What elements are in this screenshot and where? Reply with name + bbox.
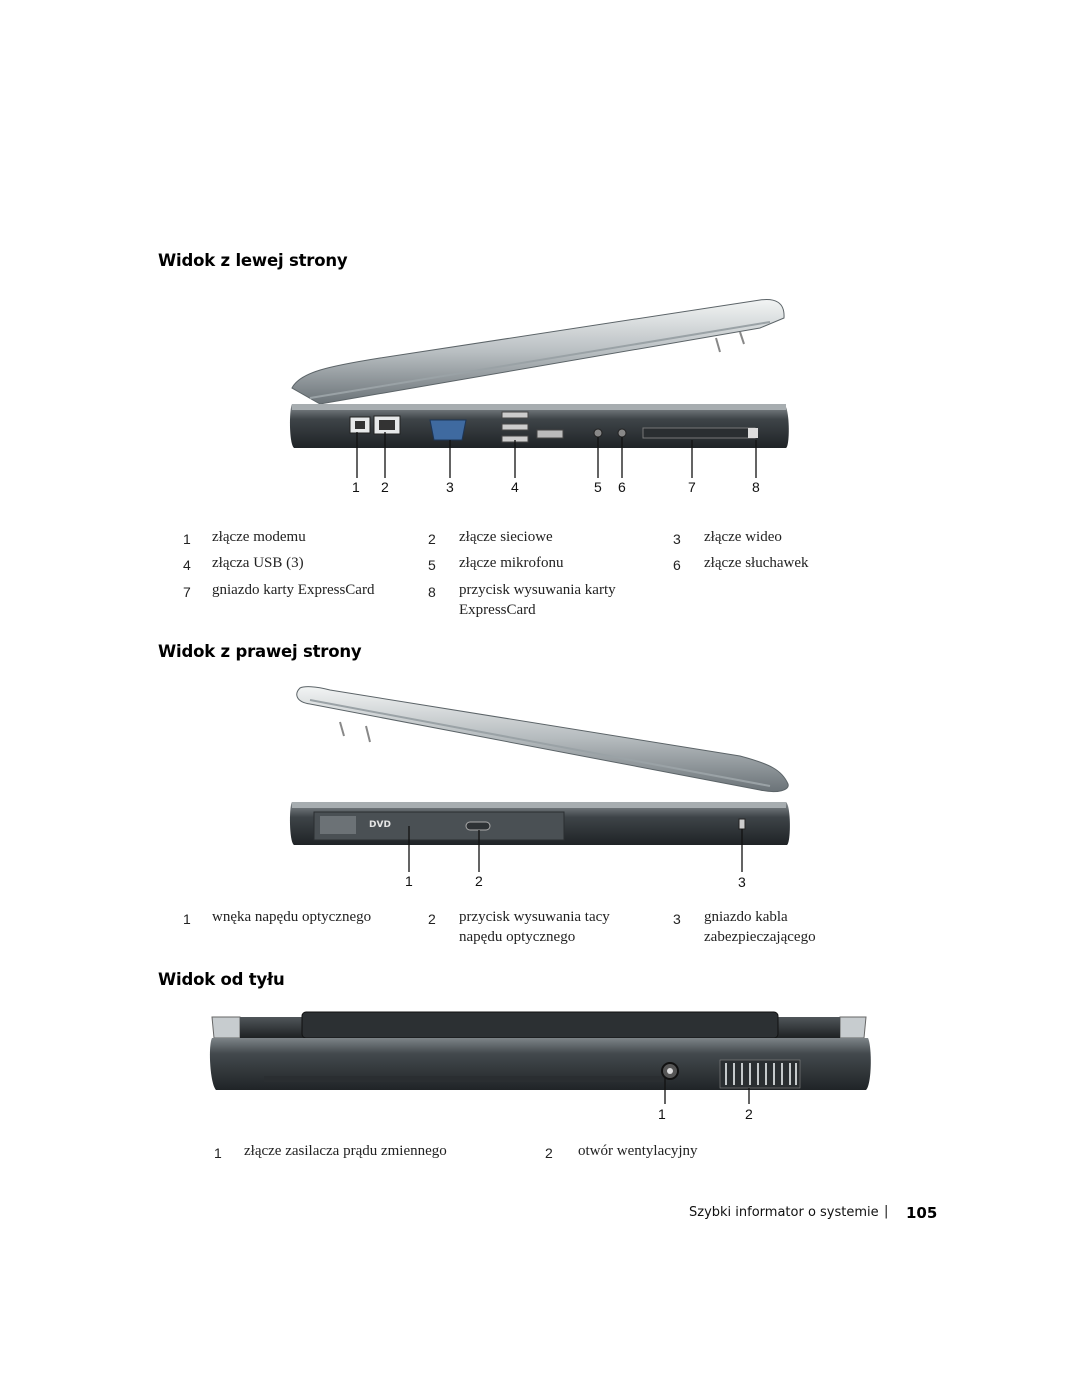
callout-number: 2 xyxy=(475,873,483,889)
footer-title: Szybki informator o systemie xyxy=(689,1205,879,1220)
callout-number: 2 xyxy=(745,1106,753,1122)
legend-number: 8 xyxy=(428,584,436,600)
page-number: 105 xyxy=(906,1204,938,1222)
legend-number: 3 xyxy=(673,531,681,547)
dvd-logo: DVD xyxy=(369,820,391,830)
laptop-left-side-image xyxy=(289,299,789,478)
legend-text-continued: ExpressCard xyxy=(459,602,536,618)
legend-text: otwór wentylacyjny xyxy=(578,1143,698,1159)
callout-number: 3 xyxy=(738,874,746,890)
legend-text: złącze zasilacza prądu zmiennego xyxy=(244,1143,447,1159)
legend-text: złącze modemu xyxy=(212,529,306,545)
callout-number: 1 xyxy=(352,479,360,495)
heading-left-view: Widok z lewej strony xyxy=(158,251,348,270)
legend-text: złącze wideo xyxy=(704,529,782,545)
legend-number: 2 xyxy=(428,911,436,927)
heading-right-view: Widok z prawej strony xyxy=(158,642,362,661)
laptop-back-image xyxy=(209,1011,871,1104)
callout-number: 2 xyxy=(381,479,389,495)
legend-number: 1 xyxy=(183,911,191,927)
legend-text: przycisk wysuwania tacy xyxy=(459,909,610,925)
legend-text: wnęka napędu optycznego xyxy=(212,909,372,925)
legend-number: 7 xyxy=(183,584,191,600)
legend-text: przycisk wysuwania karty xyxy=(459,582,616,598)
legend-number: 1 xyxy=(183,531,191,547)
callout-number: 6 xyxy=(618,479,626,495)
legend-number: 3 xyxy=(673,911,681,927)
legend-text: złącze mikrofonu xyxy=(459,555,564,571)
callout-number: 5 xyxy=(594,479,602,495)
legend-text: gniazdo kabla xyxy=(704,909,788,925)
legend-text-continued: napędu optycznego xyxy=(459,929,576,945)
legend-number: 5 xyxy=(428,557,436,573)
legend-number: 2 xyxy=(545,1145,553,1161)
legend-number: 2 xyxy=(428,531,436,547)
legend-text: złącze sieciowe xyxy=(459,529,553,545)
callout-number: 1 xyxy=(405,873,413,889)
legend-text: gniazdo karty ExpressCard xyxy=(212,582,375,598)
callout-number: 8 xyxy=(752,479,760,495)
heading-back-view: Widok od tyłu xyxy=(158,970,285,989)
callout-number: 4 xyxy=(511,479,519,495)
callout-number: 3 xyxy=(446,479,454,495)
legend-text: złącza USB (3) xyxy=(212,555,304,571)
footer-separator: | xyxy=(884,1204,889,1219)
legend-number: 4 xyxy=(183,557,191,573)
legend-number: 6 xyxy=(673,557,681,573)
callout-number: 1 xyxy=(658,1106,666,1122)
legend-number: 1 xyxy=(214,1145,222,1161)
legend-text: złącze słuchawek xyxy=(704,555,809,571)
laptop-right-side-image: DVD xyxy=(289,686,790,872)
callout-number: 7 xyxy=(688,479,696,495)
legend-text-continued: zabezpieczającego xyxy=(704,929,816,945)
